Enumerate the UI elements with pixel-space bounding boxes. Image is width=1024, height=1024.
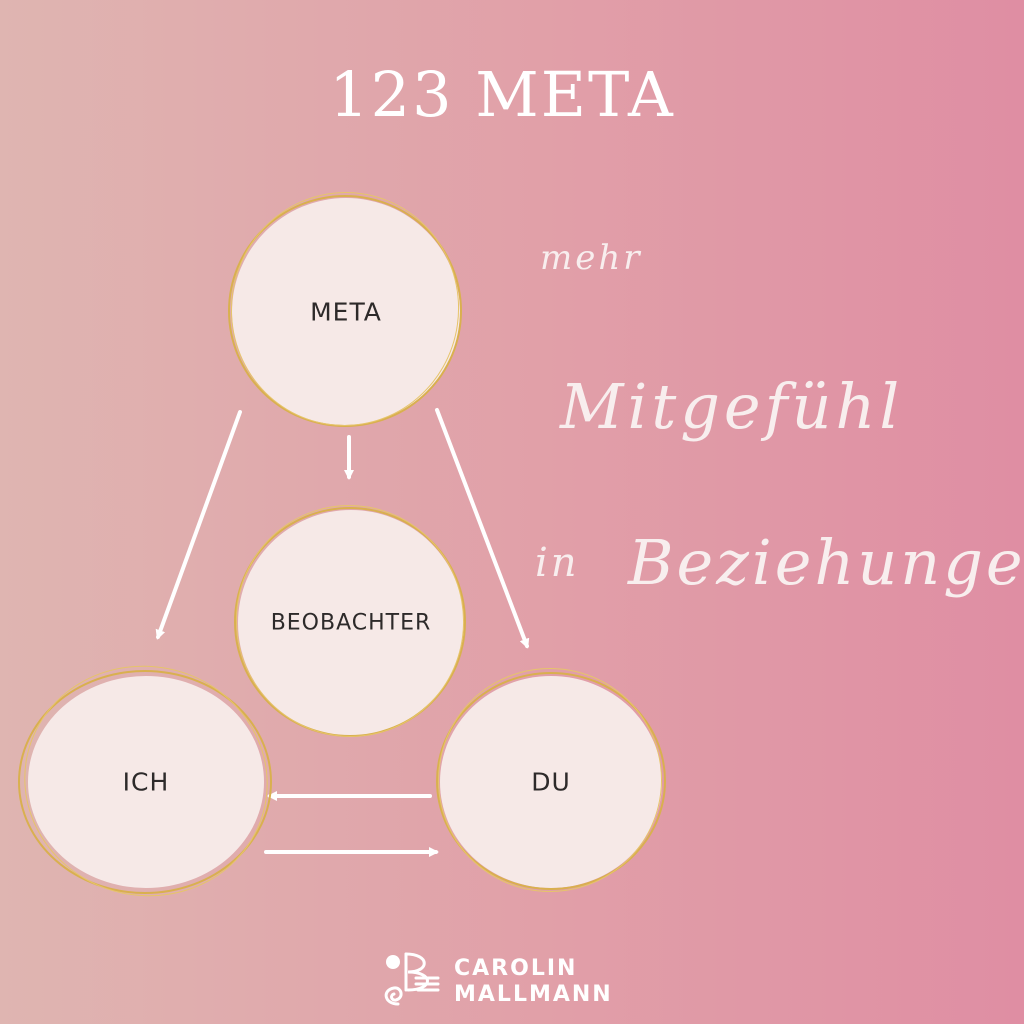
music-note-b-logo-icon [384,952,440,1006]
brand-name-line1: CAROLIN [454,956,578,981]
du-circle: DU [423,653,677,907]
page-title: 123 META [329,58,675,131]
ich-label: ICH [122,767,170,797]
brand-name: CAROLIN MALLMANN [454,956,613,1008]
ich-circle: ICH [2,643,290,919]
tagline-mehr: mehr [540,238,643,278]
meta-circle: META [215,177,475,441]
arrow-meta-to-du [435,408,530,649]
tagline-in: in [535,540,580,586]
observer-circle: BEOBACHTER [217,486,483,756]
arrow-meta-to-ich [155,410,242,640]
observer-label: BEOBACHTER [270,610,432,636]
script-accent: n [532,694,547,719]
du-label: DU [531,767,571,797]
meta-label: META [310,297,382,327]
tagline-beziehungen: Beziehungen [628,526,1024,599]
tagline-mitgefuehl: Mitgefühl [560,370,904,443]
brand-logo: CAROLIN MALLMANN [378,946,618,1016]
brand-name-line2: MALLMANN [454,982,613,1007]
